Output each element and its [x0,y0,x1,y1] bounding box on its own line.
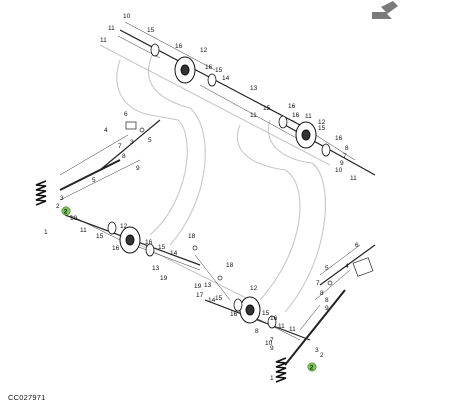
callout: 16 [145,239,153,246]
callout: 8 [122,153,126,160]
callout: 10 [70,215,78,222]
spring-left [35,180,47,206]
arrow-up-left-icon[interactable] [372,1,398,19]
callout: 16 [205,64,213,71]
callout: 3 [315,347,319,354]
callout: 16 [175,43,183,50]
callout: 12 [120,223,128,230]
callout: 11 [108,25,115,32]
callout: 3 [130,139,134,146]
callout: 16 [288,103,296,110]
callout: 8 [320,290,324,297]
callouts-top-right-shaft: 10 11 15 16 12 16 15 14 13 15 16 11 11 [100,13,296,119]
callout: 9 [340,160,344,167]
callout: 12 [250,285,258,292]
callout: 15 [147,27,155,34]
callout: 19 [194,283,202,290]
callout: 11 [350,175,357,182]
callout: 4 [104,127,108,134]
callout: 7 [343,153,347,160]
highlight-callout-left: 2 [61,206,71,216]
callout: 7 [270,337,274,344]
callout: 9 [136,165,140,172]
callout: 3 [60,195,64,202]
callout: 5 [92,177,96,184]
callout: 8 [345,145,349,152]
callout: 12 [318,119,326,126]
callout: 5 [148,137,152,144]
callout: 1 [44,229,48,236]
callout: 11 [305,113,312,120]
callout: 13 [152,265,160,272]
callouts-upper-right: 16 11 15 16 12 8 7 9 10 11 [292,112,357,182]
frame-outline [99,44,331,313]
sprocket-lower-center [239,296,261,324]
callout: 11 [278,323,285,330]
callout: 11 [289,326,296,333]
callout: 1 [270,375,274,382]
callout: 15 [96,233,104,240]
callout: 5 [325,265,329,272]
callout: 16 [112,245,120,252]
figure-caption: CC027971 [8,393,46,402]
callout: 8 [255,328,259,335]
callout: 18 [188,233,196,240]
highlight-label: 2 [64,208,68,215]
callout: 9 [325,305,329,312]
callout: 11 [250,112,257,119]
bearings [107,43,331,329]
callouts-lower-left: 10 11 15 16 12 16 15 14 18 19 13 [70,215,196,282]
callout: 17 [196,292,204,299]
callout: 2 [56,203,60,210]
callout: 15 [158,244,166,251]
callout: 7 [316,280,320,287]
callout: 15 [215,295,223,302]
callout: 13 [204,282,212,289]
callout: 15 [318,125,326,132]
hardware-details [125,121,374,286]
callout: 16 [335,135,343,142]
callout: 18 [226,262,234,269]
callout: 15 [262,310,270,317]
callout: 6 [355,242,359,249]
callout: 4 [345,263,349,270]
callout: 14 [208,297,216,304]
callout: 16 [230,311,238,318]
callout: 19 [160,275,168,282]
callout: 8 [325,297,329,304]
callouts-upper-left: 6 4 5 7 8 3 9 2 1 5 3 [44,111,152,236]
spring-right [275,357,287,383]
sprocket-lower-left [119,226,141,254]
callout: 10 [265,340,273,347]
highlight-callout-right: 2 [307,362,317,372]
callouts-lower-right: 6 5 4 7 8 8 9 3 2 1 [270,242,359,382]
callout: 12 [200,47,208,54]
sprocket-top [174,56,196,84]
callout: 11 [100,37,107,44]
callout: 15 [263,105,271,112]
shafts [59,29,376,366]
callout: 13 [250,85,258,92]
highlight-label: 2 [310,364,314,371]
callout: 15 [215,67,223,74]
callouts-lower-center: 18 17 13 19 14 15 12 16 15 16 11 11 8 7 … [194,262,296,352]
callout: 11 [80,227,87,234]
callout: 7 [118,143,122,150]
callout: 10 [335,167,343,174]
callout: 14 [222,75,230,82]
callout: 14 [170,250,178,257]
callout: 10 [123,13,131,20]
callout: 2 [320,352,324,359]
sprocket-upper-right [295,121,317,149]
callout: 16 [292,112,300,119]
callout: 9 [270,345,274,352]
callout: 6 [124,111,128,118]
callout: 16 [270,315,278,322]
